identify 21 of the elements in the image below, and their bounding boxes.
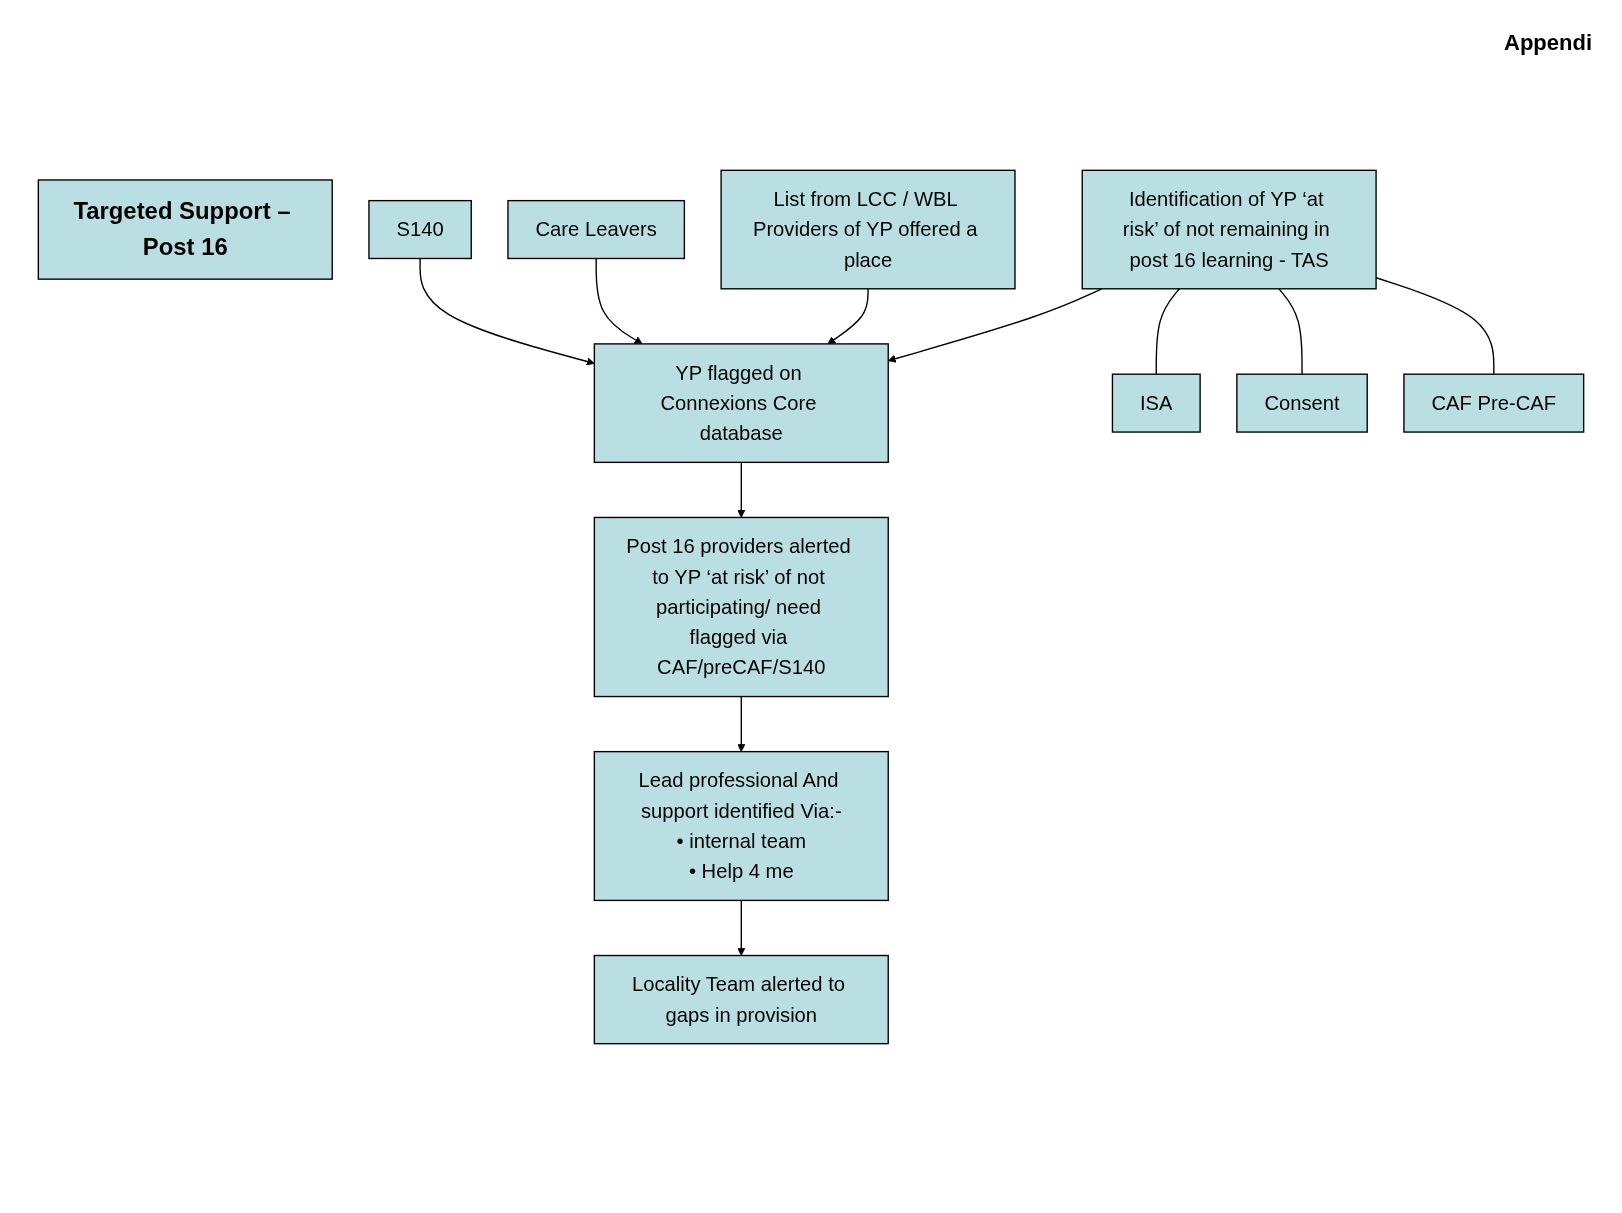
node-box: Targeted Support – Post 16	[37, 178, 333, 280]
node-box: List from LCC / WBL Providers of YP offered a place	[720, 169, 1016, 289]
arrow	[595, 257, 643, 344]
node-box: Post 16 providers alerted to YP ‘at risk’ of not participating/ need flagged via CAF/preCAF/S140	[593, 516, 889, 697]
arrow	[737, 695, 746, 752]
node-box: Consent	[1236, 373, 1368, 433]
node-box: CAF Pre-CAF	[1403, 373, 1585, 433]
connector	[1278, 287, 1303, 375]
node-box: Lead professional And support identified Via:- • internal team • Help 4 me	[593, 750, 889, 901]
arrow	[419, 257, 595, 365]
arrow	[737, 461, 746, 518]
arrow	[827, 287, 869, 344]
arrow	[737, 899, 746, 956]
connector	[1155, 287, 1181, 375]
node-box: S140	[368, 199, 472, 259]
node-box: Care Leavers	[507, 199, 686, 259]
node-box: ISA	[1111, 373, 1201, 433]
node-box: YP flagged on Connexions Core database	[593, 342, 889, 463]
node-box: Identification of YP ‘at risk’ of not remaining in post 16 learning - TAS	[1081, 169, 1377, 289]
appendix-label: Appendi	[1504, 30, 1592, 56]
node-box: Locality Team alerted to gaps in provision	[593, 954, 889, 1044]
